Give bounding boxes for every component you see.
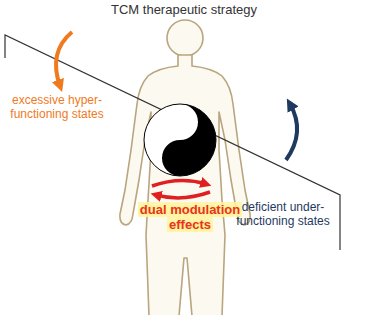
human-figure: [120, 20, 250, 315]
label-patch: dual modulation effects: [138, 202, 242, 232]
down-arrow: [56, 32, 72, 86]
up-arrow: [286, 104, 297, 160]
yin-yang-symbol: [144, 104, 216, 176]
effect-label: dual modulation effects: [130, 203, 250, 233]
diagram-title: TCM therapeutic strategy: [84, 3, 284, 18]
state-label: excessive hyper-functioning states: [2, 94, 112, 122]
modulation-arrow: [152, 180, 206, 186]
label-patch: deficient under-functioning states: [234, 200, 331, 228]
state-label: deficient under-functioning states: [228, 201, 338, 229]
label-patch: excessive hyper-functioning states: [8, 93, 105, 121]
modulation-arrow: [156, 192, 210, 198]
